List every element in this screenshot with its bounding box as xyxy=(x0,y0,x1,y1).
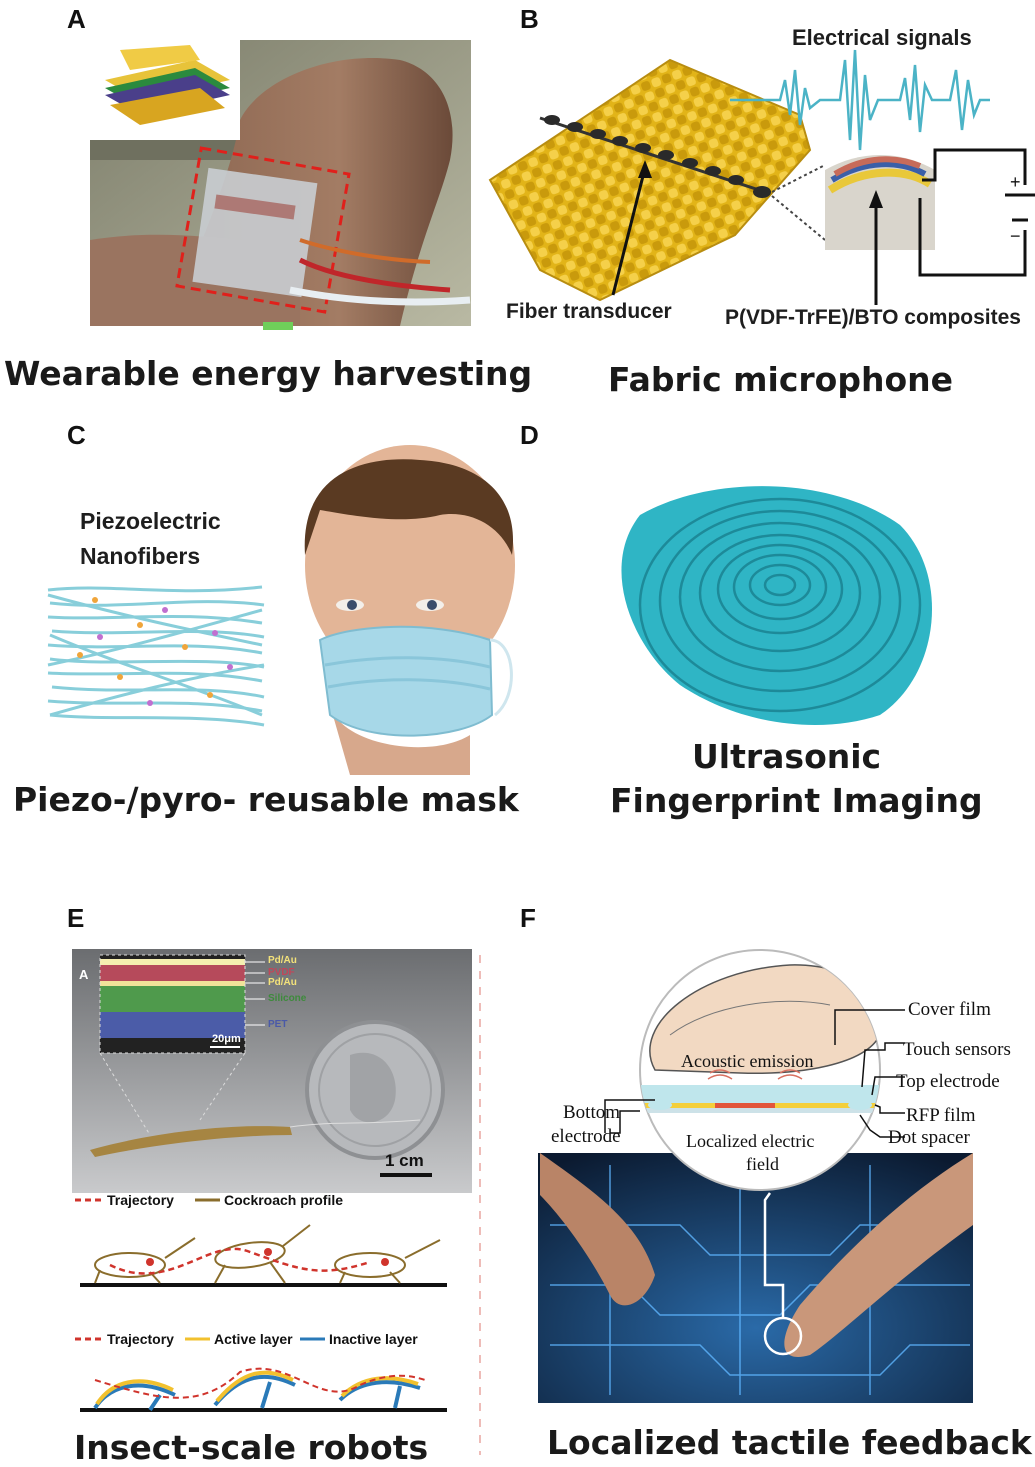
wrist-photo xyxy=(90,40,471,330)
panel-letter-f: F xyxy=(520,903,536,933)
layer-label-0: Pd/Au xyxy=(268,955,297,966)
acoustic-label: Acoustic emission xyxy=(681,1051,814,1071)
signal-waveform xyxy=(730,49,990,151)
bottom-electrode-label-2: electrode xyxy=(551,1126,621,1147)
panel-f: F xyxy=(480,895,1035,1466)
dot-spacer-label: Dot spacer xyxy=(888,1127,970,1148)
legend2-swatches xyxy=(75,1337,325,1341)
panel-d: D Ultrasonic Fingerprint Imaging xyxy=(480,415,1035,835)
legend1-trajectory: Trajectory xyxy=(107,1192,174,1208)
top-electrode-label: Top electrode xyxy=(896,1071,1000,1092)
composite-label: P(VDF-TrFE)/BTO composites xyxy=(725,306,1021,329)
rfp-film-label: RFP film xyxy=(906,1105,976,1126)
photo-scale: 1 cm xyxy=(385,1151,424,1170)
localized-label-1: Localized electric xyxy=(686,1131,815,1151)
inset-letter: A xyxy=(79,967,89,982)
legend2-trajectory: Trajectory xyxy=(107,1331,174,1347)
legend2-active: Active layer xyxy=(214,1331,293,1347)
panel-letter-c: C xyxy=(67,420,86,450)
panel-letter-e: E xyxy=(67,903,85,933)
touch-sensors-label: Touch sensors xyxy=(903,1039,1011,1060)
nanofiber-label-1: Piezoelectric xyxy=(80,508,221,534)
caption-d-line1: Ultrasonic xyxy=(692,737,882,776)
layer-label-3: Silicone xyxy=(268,993,307,1004)
panel-a: A Wearable energy harvesting xyxy=(0,0,532,410)
fiber-label: Fiber transducer xyxy=(506,300,672,323)
panel-c: C Piezoelectric Nanofibers Piez xyxy=(0,415,520,835)
layer-label-4: PET xyxy=(268,1019,288,1030)
cockroach-trajectory xyxy=(80,1224,447,1287)
legend2-inactive: Inactive layer xyxy=(329,1331,418,1347)
caption-e: Insect-scale robots xyxy=(74,1428,429,1467)
robot-trajectory xyxy=(80,1367,447,1412)
fabric-diagram xyxy=(488,49,1035,305)
legend1-swatches xyxy=(75,1198,220,1202)
tactile-diagram xyxy=(538,949,973,1403)
robot-photo xyxy=(72,949,472,1193)
bottom-electrode-label-1: Bottom xyxy=(563,1102,621,1123)
nanofiber-mesh xyxy=(47,445,515,775)
signals-label: Electrical signals xyxy=(792,25,972,50)
fingerprint-image xyxy=(621,486,933,725)
legend1-profile: Cockroach profile xyxy=(224,1192,344,1208)
plus-sign: + xyxy=(1010,172,1021,192)
panel-letter-b: B xyxy=(520,4,539,34)
caption-f: Localized tactile feedback xyxy=(547,1423,1032,1462)
cover-film-label: Cover film xyxy=(908,999,991,1020)
caption-b: Fabric microphone xyxy=(608,360,954,399)
divider-line xyxy=(479,955,481,1455)
caption-c: Piezo-/pyro- reusable mask xyxy=(13,780,519,819)
panel-e: E A Pd/Au PVDF Pd/Au Silic xyxy=(0,895,520,1467)
inset-scale: 20μm xyxy=(212,1033,241,1045)
caption-d-line2: Fingerprint Imaging xyxy=(610,781,983,820)
panel-letter-d: D xyxy=(520,420,539,450)
nanofiber-label-2: Nanofibers xyxy=(80,543,201,569)
localized-label-2: field xyxy=(746,1154,779,1174)
layer-label-2: Pd/Au xyxy=(268,977,297,988)
panel-b: B Electrical signals xyxy=(480,0,1035,410)
panel-letter-a: A xyxy=(67,4,86,34)
caption-a: Wearable energy harvesting xyxy=(4,354,533,393)
minus-sign: − xyxy=(1010,226,1021,246)
layer-label-1: PVDF xyxy=(268,967,295,978)
